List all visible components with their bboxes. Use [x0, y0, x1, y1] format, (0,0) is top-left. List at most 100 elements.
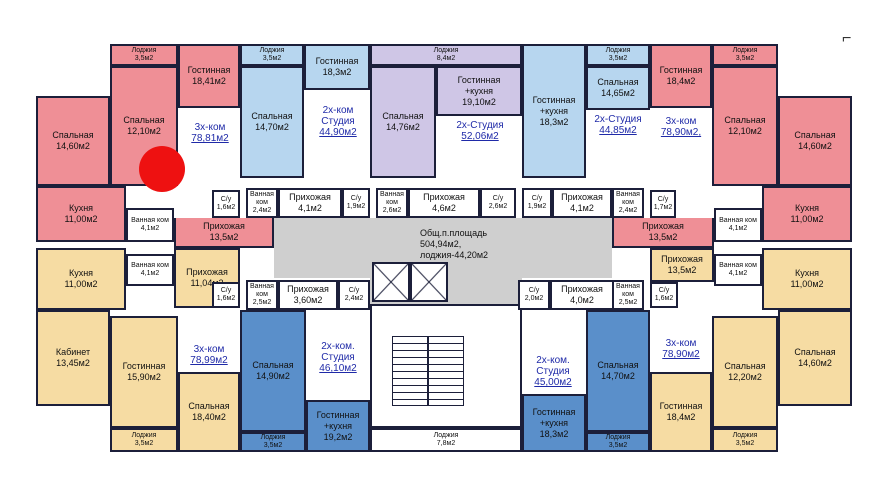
room-name: Кухня [794, 268, 820, 278]
expand-arrow-icon[interactable]: ⌐ [842, 30, 852, 47]
room-name: Ванная ком [616, 283, 640, 298]
room-area: 19,2м2 [323, 431, 353, 442]
room-area: 1,9м2 [527, 203, 547, 210]
room-area: 15,90м2 [127, 372, 161, 382]
room-area: 18,4м2 [666, 76, 696, 86]
apartment-area: 44,90м2 [319, 127, 357, 138]
room-area: 11,00м2 [64, 214, 98, 224]
room-area: 3,5м2 [608, 55, 628, 62]
room-area: 11,04м2 [190, 278, 224, 288]
room-name: С/у [657, 196, 669, 203]
room-name: Лоджия [433, 47, 459, 54]
location-marker [139, 146, 185, 192]
room-name: Прихожая [661, 254, 703, 264]
elevator-shaft [410, 262, 448, 302]
staircase [392, 336, 428, 406]
room-name: Кухня [68, 268, 94, 278]
room-name: Ванная ком [250, 191, 274, 206]
apartment-area: 45,00м2 [534, 377, 572, 388]
room-area: 14,65м2 [601, 88, 635, 98]
room-name: Лоджия [131, 47, 157, 54]
room-area: 13,5м2 [648, 232, 678, 242]
common-area-loggia: лоджия-44,20м2 [420, 250, 489, 260]
room-name: Прихожая [561, 284, 603, 294]
room-name: Гостинная [315, 56, 359, 66]
room-name: Спальная [123, 115, 165, 125]
room-area: 1,6м2 [654, 295, 674, 302]
room-area: 14,70м2 [601, 371, 635, 381]
apartment-type: 2х-ком Студия [321, 105, 355, 127]
room-name: С/у [348, 287, 360, 294]
room-name: Спальная [382, 111, 424, 121]
room-name: С/у [492, 195, 504, 202]
room-name: С/у [350, 195, 362, 202]
apartment-area: 78,90м2 [662, 349, 700, 360]
apartment-area: 44,85м2 [599, 125, 637, 136]
room-area: 3,5м2 [735, 440, 755, 447]
room-area: 4,1м2 [728, 225, 748, 232]
room-area: 14,60м2 [56, 141, 90, 151]
room-area: 3,5м2 [735, 55, 755, 62]
room-area: 1,6м2 [216, 204, 236, 211]
room-area: 14,70м2 [255, 122, 289, 132]
room-area: 18,41м2 [192, 76, 226, 86]
room-area: 1,9м2 [346, 203, 366, 210]
room-area: 19,10м2 [462, 96, 496, 107]
room-area: 14,76м2 [386, 122, 420, 132]
room-name: Лоджия [259, 47, 285, 54]
room-name: Лоджия [605, 434, 631, 441]
room-area: 2,6м2 [488, 203, 508, 210]
room-area: 3,5м2 [262, 55, 282, 62]
room-name: Прихожая [186, 267, 228, 277]
room-name: Спальная [597, 360, 639, 370]
room-area: 4,1м2 [140, 270, 160, 277]
room-name: Прихожая [423, 192, 465, 202]
room-name: Спальная [597, 77, 639, 87]
room-area: 12,10м2 [127, 126, 161, 136]
apartment-area: 78,99м2 [190, 355, 228, 366]
room-name: Кухня [794, 203, 820, 213]
room-name: С/у [531, 195, 543, 202]
room-name: Прихожая [203, 221, 245, 231]
room-name: Гостинная [659, 65, 703, 75]
room-area: 2,6м2 [382, 207, 402, 214]
apartment-type: 2х-Студия [456, 120, 504, 131]
apartment-type: 2х-Студия [594, 114, 642, 125]
room-area: 3,5м2 [134, 440, 154, 447]
elevator-shaft [372, 262, 410, 302]
common-area-title: Общ.п.площадь [420, 228, 488, 238]
room-area: 18,3м2 [539, 116, 569, 127]
room-area: 11,00м2 [790, 214, 824, 224]
room-name: Ванная ком [250, 283, 274, 298]
room-area: 12,20м2 [728, 372, 762, 382]
room-name: Кабинет [55, 347, 91, 357]
common-area-value: 504,94м2, [420, 239, 462, 249]
